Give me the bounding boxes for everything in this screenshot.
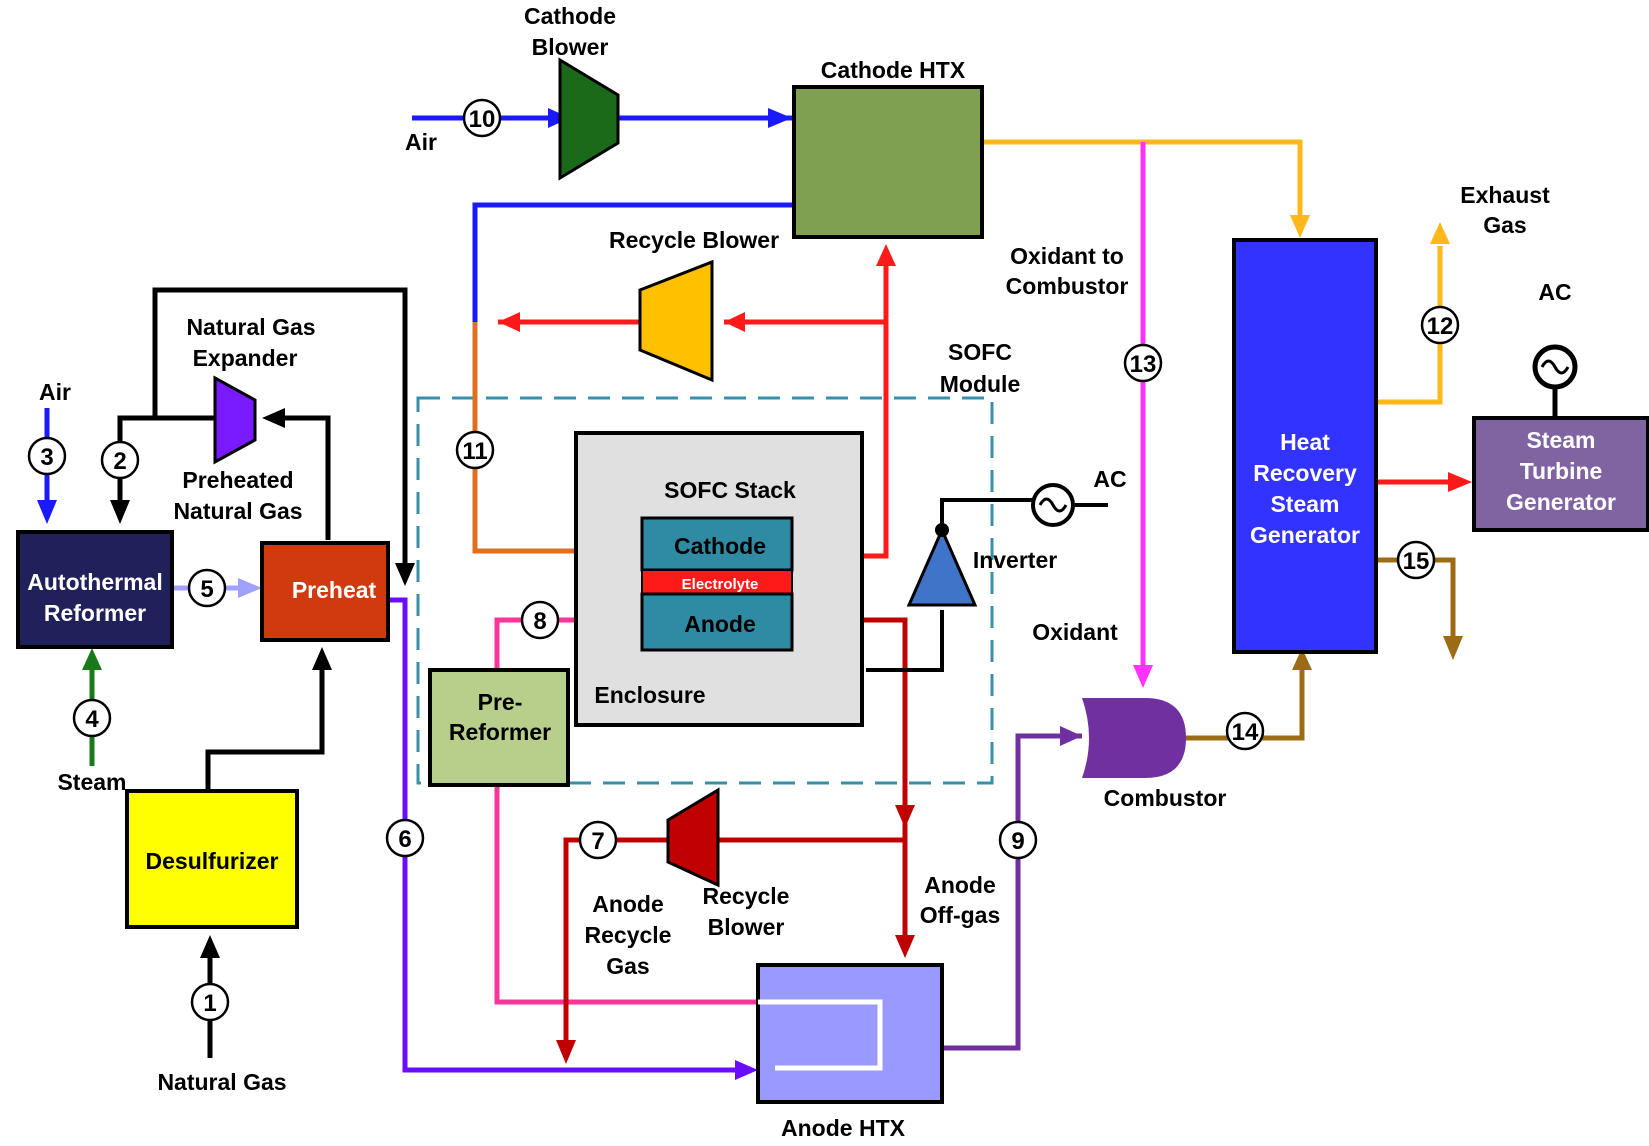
autothermal-label-1: Autothermal (27, 569, 162, 595)
anode-htx-label: Anode HTX (781, 1115, 906, 1141)
stream-3-label: 3 (40, 444, 53, 471)
anode-htx (756, 963, 944, 1104)
preheated-ng-label-2: Natural Gas (173, 498, 302, 524)
preheat (260, 541, 390, 642)
anode-recycle-gas-label-3: Gas (606, 953, 649, 979)
anode-block (640, 592, 794, 652)
ng-expander-label-2: Expander (193, 345, 298, 371)
stream-15-label: 15 (1403, 548, 1430, 575)
oxidant-to-combustor-label-2: Combustor (1006, 273, 1129, 299)
natural-gas-expander (213, 375, 257, 465)
wire-stack-to-inverter (866, 610, 944, 672)
recycle-blower-bottom-label-2: Blower (708, 914, 785, 940)
stream-11-label: 11 (462, 438, 487, 465)
steam-turbine-label-2: Turbine (1520, 458, 1603, 484)
autothermal-reformer (16, 530, 174, 649)
exhaust-gas-label-2: Gas (1483, 212, 1526, 238)
desulfurizer (125, 789, 299, 929)
autothermal-label-2: Reformer (44, 600, 146, 626)
stream-14-label: 14 (1232, 719, 1259, 746)
anode-recycle-blower-shape (666, 787, 720, 888)
pipe-stream-7 (563, 837, 672, 1050)
steam-turbine-label-3: Generator (1506, 489, 1616, 515)
anode-offgas-label-1: Anode (924, 872, 996, 898)
cathode-htx-label: Cathode HTX (821, 57, 966, 83)
cathode-label: Cathode (674, 533, 766, 559)
inverter-node (935, 523, 949, 537)
ac-top-label: AC (1538, 279, 1571, 305)
stream-13-label: 13 (1130, 351, 1157, 378)
electrolyte-block (641, 569, 793, 595)
preheated-ng-label-1: Preheated (182, 467, 293, 493)
stream-5-label: 5 (200, 576, 213, 603)
pipe-stream-2-bypass (117, 287, 408, 567)
combustor-label: Combustor (1104, 785, 1227, 811)
pre-reformer (428, 668, 570, 787)
hrsg-label-1: Heat (1280, 429, 1330, 455)
oxidant-label: Oxidant (1032, 619, 1118, 645)
ac-wave-inverter-icon (1038, 497, 1068, 513)
pipe-cathode-htx-out (980, 139, 1303, 220)
desulfurizer-label: Desulfurizer (146, 848, 279, 874)
electrolyte-label: Electrolyte (682, 576, 759, 593)
recycle-blower-bottom-label-1: Recycle (703, 883, 790, 909)
stream-6-label: 6 (398, 826, 411, 853)
cathode-htx (792, 85, 984, 239)
air-left-label: Air (39, 379, 71, 405)
exhaust-gas-label-1: Exhaust (1460, 182, 1550, 208)
sofc-module-label-2: Module (940, 371, 1021, 397)
pre-reformer-label-2: Reformer (449, 719, 551, 745)
stream-markers: 1 2 3 4 5 6 7 8 9 10 11 12 13 14 15 (27, 98, 1460, 1022)
inverter-label: Inverter (973, 547, 1057, 573)
cathode-block (640, 516, 794, 572)
natural-gas-label: Natural Gas (157, 1069, 286, 1095)
pipe-preheat-to-expander (275, 415, 331, 540)
pipe-stream-9 (940, 733, 1082, 1051)
stream-7-label: 7 (591, 828, 604, 855)
ng-expander-label-1: Natural Gas (186, 314, 315, 340)
pipe-stream-14 (1185, 670, 1305, 741)
stream-10-label: 10 (469, 106, 496, 133)
anode-recycle-gas-label-1: Anode (592, 891, 664, 917)
labels: Cathode Blower Cathode HTX Air Recycle B… (27, 3, 1616, 1141)
cathode-blower (558, 57, 620, 181)
hrsg-label-2: Recovery (1253, 460, 1357, 486)
stream-4-label: 4 (85, 706, 99, 733)
hrsg-label-3: Steam (1270, 491, 1339, 517)
anode-recycle-gas-label-2: Recycle (585, 922, 672, 948)
recycle-blower-top-label: Recycle Blower (609, 227, 779, 253)
enclosure-label: Enclosure (594, 682, 705, 708)
oxidant-to-combustor-label-1: Oxidant to (1010, 243, 1124, 269)
combustor (1082, 698, 1186, 778)
stream-1-label: 1 (203, 990, 216, 1017)
preheat-label: Preheat (292, 577, 377, 603)
steam-turbine-label-1: Steam (1526, 427, 1595, 453)
cathode-blower-label-1: Cathode (524, 3, 616, 29)
cathode-blower-label-2: Blower (532, 34, 609, 60)
stream-2-label: 2 (113, 448, 126, 475)
hrsg-label-4: Generator (1250, 522, 1360, 548)
pipe-desulf-to-preheat (205, 665, 325, 790)
stream-9-label: 9 (1011, 828, 1024, 855)
anode-label: Anode (684, 611, 756, 637)
inverter (906, 526, 978, 607)
ac-inverter-label: AC (1093, 466, 1126, 492)
steam-turbine-generator (1472, 416, 1649, 532)
recycle-blower-top (638, 259, 714, 383)
anode-htx-inner-loop (758, 999, 883, 1071)
stream-12-label: 12 (1427, 313, 1454, 340)
stream-8-label: 8 (533, 608, 546, 635)
ac-wave-turbine-icon (1540, 359, 1570, 375)
wire-inverter-to-ac (940, 498, 1045, 530)
sofc-module-label-1: SOFC (948, 339, 1012, 365)
pre-reformer-label-1: Pre- (478, 689, 523, 715)
sofc-stack-label: SOFC Stack (664, 477, 796, 503)
steam-label: Steam (57, 769, 126, 795)
sofc-module-boundary (416, 396, 994, 785)
hrsg (1232, 238, 1378, 654)
air-top-label: Air (405, 129, 437, 155)
anode-offgas-label-2: Off-gas (920, 902, 1001, 928)
